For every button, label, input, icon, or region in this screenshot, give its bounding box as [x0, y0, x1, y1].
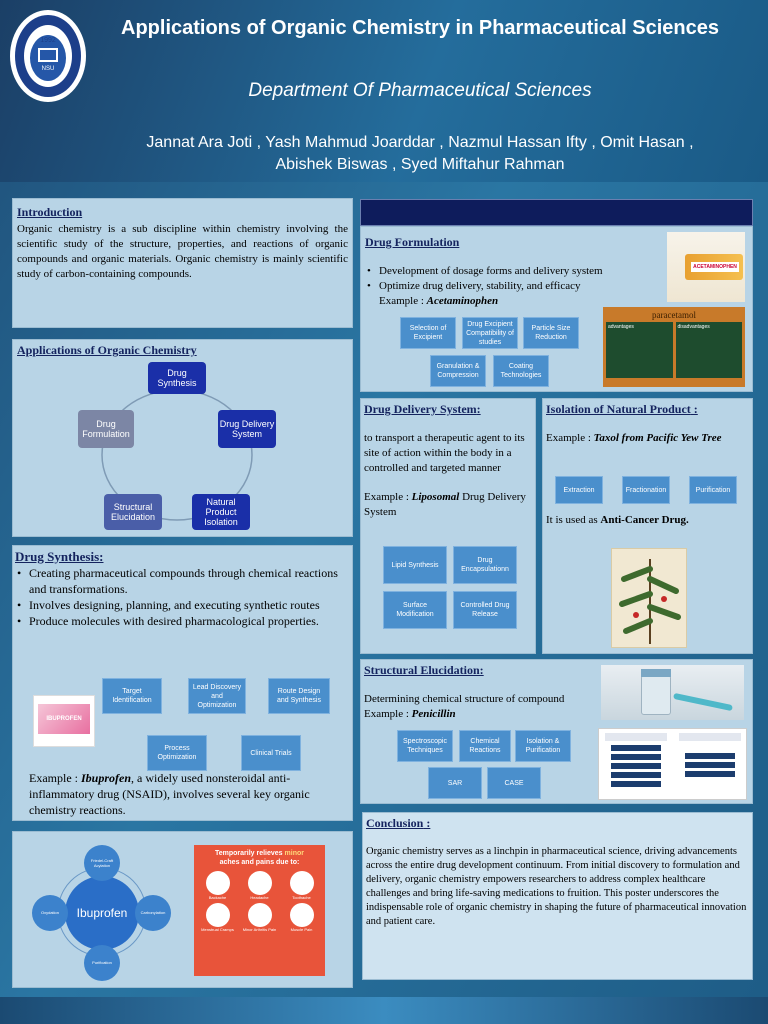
flow-surface-modification: Surface Modification [383, 591, 447, 629]
drug-synthesis-heading: Drug Synthesis: [15, 549, 104, 564]
ad-item: Menstrual Cramps [198, 903, 237, 932]
authors: Jannat Ara Joti , Yash Mahmud Joarddar ,… [90, 132, 750, 176]
drug-delivery-body: to transport a therapeutic agent to its … [364, 432, 525, 474]
flow-fractionation: Fractionation [622, 476, 670, 504]
flow-route-design: Route Design and Synthesis [268, 678, 330, 714]
flow-controlled-release: Controlled Drug Release [453, 591, 517, 629]
flow-compatibility: Drug Excipient Compatibility of studies [462, 317, 518, 349]
formulation-top-bar [360, 199, 753, 226]
flow-target-identification: Target Identification [102, 678, 162, 714]
isolation-heading: Isolation of Natural Product : [546, 402, 698, 416]
poster-footer [0, 997, 768, 1024]
drug-synthesis-bullets: Creating pharmaceutical compounds throug… [15, 565, 350, 629]
drug-formulation-bullets: Development of dosage forms and delivery… [365, 264, 665, 294]
poster-header [0, 0, 768, 182]
list-item: Involves designing, planning, and execut… [15, 597, 350, 613]
isolation-example: Example : Taxol from Pacific Yew Tree [546, 432, 722, 444]
node-structural-elucidation: Structural Elucidation [104, 494, 162, 530]
svg-text:1992: 1992 [40, 37, 56, 44]
flow-clinical-trials: Clinical Trials [241, 735, 301, 771]
flow-drug-encapsulation: Drug Encapsulationn [453, 546, 517, 584]
introduction-body: Organic chemistry is a sub discipline wi… [17, 223, 348, 280]
conclusion-heading: Conclusion : [366, 816, 431, 830]
drug-delivery-heading: Drug Delivery System: [364, 402, 481, 416]
example-drug-ibuprofen: Ibuprofen [80, 771, 131, 785]
ibuprofen-box-image: IBUPROFEN [33, 695, 95, 747]
structural-elucidation-line: Determining chemical structure of compou… [364, 693, 565, 705]
pain-relief-ad: Temporarily relieves minor aches and pai… [194, 845, 325, 976]
node-drug-formulation: Drug Formulation [78, 410, 134, 448]
svg-text:NSU: NSU [42, 66, 55, 72]
poster-title: Applications of Organic Chemistry in Pha… [121, 17, 719, 39]
drug-formulation-example: Example : Acetaminophen [379, 295, 499, 307]
applications-heading: Applications of Organic Chemistry [17, 343, 197, 357]
elucidation-chart-image [598, 728, 747, 800]
ad-item: Headache [240, 871, 279, 900]
isolation-use: It is used as Anti-Cancer Drug. [546, 514, 689, 526]
node-purification: Purification [84, 945, 120, 981]
ad-item: Muscle Pain [282, 903, 321, 932]
flow-chemical-reactions: Chemical Reactions [459, 730, 511, 762]
node-friedel-craft: Friedel-Craft Acylation [84, 845, 120, 881]
introduction-heading: Introduction [17, 205, 83, 219]
conclusion-panel: Conclusion : Organic chemistry serves as… [362, 812, 753, 980]
flow-lipid-synthesis: Lipid Synthesis [383, 546, 447, 584]
flow-particle-size: Particle Size Reduction [523, 317, 579, 349]
penicillin-vial-image [601, 665, 744, 720]
pacific-yew-image [611, 548, 687, 648]
flow-selection-excipient: Selection of Excipient [400, 317, 456, 349]
drug-formulation-heading: Drug Formulation [365, 235, 460, 249]
list-item: Produce molecules with desired pharmacol… [15, 613, 350, 629]
list-item: Optimize drug delivery, stability, and e… [365, 279, 665, 294]
flow-sar: SAR [428, 767, 482, 799]
list-item: Development of dosage forms and delivery… [365, 264, 665, 279]
authors-line-2: Abishek Biswas , Syed Miftahur Rahman [275, 156, 565, 173]
acetaminophen-bottle-image: ACETAMINOPHEN [667, 232, 745, 302]
ibuprofen-box-label: IBUPROFEN [46, 716, 82, 722]
authors-line-1: Jannat Ara Joti , Yash Mahmud Joarddar ,… [146, 134, 694, 151]
flow-spectroscopic: Spectroscopic Techniques [397, 730, 453, 762]
structural-elucidation-example: Example : Penicillin [364, 708, 456, 720]
department-name: Department Of Pharmaceutical Sciences [248, 80, 592, 101]
flow-coating: Coating Technologies [493, 355, 549, 387]
introduction-panel: Introduction Organic chemistry is a sub … [12, 198, 353, 328]
drug-delivery-example: Example : Liposomal Drug Delivery System [364, 491, 526, 518]
flow-case: CASE [487, 767, 541, 799]
ad-item: Minor Arthritis Pain [240, 903, 279, 932]
paracetamol-card-image: paracetamol advantages disadvantages [603, 307, 745, 387]
flow-lead-discovery: Lead Discovery and Optimization [188, 678, 246, 714]
flow-isolation-purification-2: Isolation & Purification [515, 730, 571, 762]
flow-extraction: Extraction [555, 476, 603, 504]
ibuprofen-center-node: Ibuprofen [65, 876, 139, 950]
flow-process-optimization: Process Optimization [147, 735, 207, 771]
drug-synthesis-example: Example : Ibuprofen, a widely used nonst… [29, 771, 310, 817]
node-oxydation: Oxydation [32, 895, 68, 931]
node-natural-product-isolation: Natural Product Isolation [192, 494, 250, 530]
node-drug-delivery-system: Drug Delivery System [218, 410, 276, 448]
structural-elucidation-heading: Structural Elucidation: [364, 663, 484, 677]
node-carbonylation: Carbonylation [135, 895, 171, 931]
node-drug-synthesis: Drug Synthesis [148, 362, 206, 394]
ad-item: Toothache [282, 871, 321, 900]
conclusion-body: Organic chemistry serves as a linchpin i… [366, 846, 747, 927]
list-item: Creating pharmaceutical compounds throug… [15, 565, 350, 597]
university-logo: 1992 NSU [8, 8, 88, 104]
flow-granulation: Granulation & Compression [430, 355, 486, 387]
ad-item: Backache [198, 871, 237, 900]
flow-isolation-purification: Purification [689, 476, 737, 504]
